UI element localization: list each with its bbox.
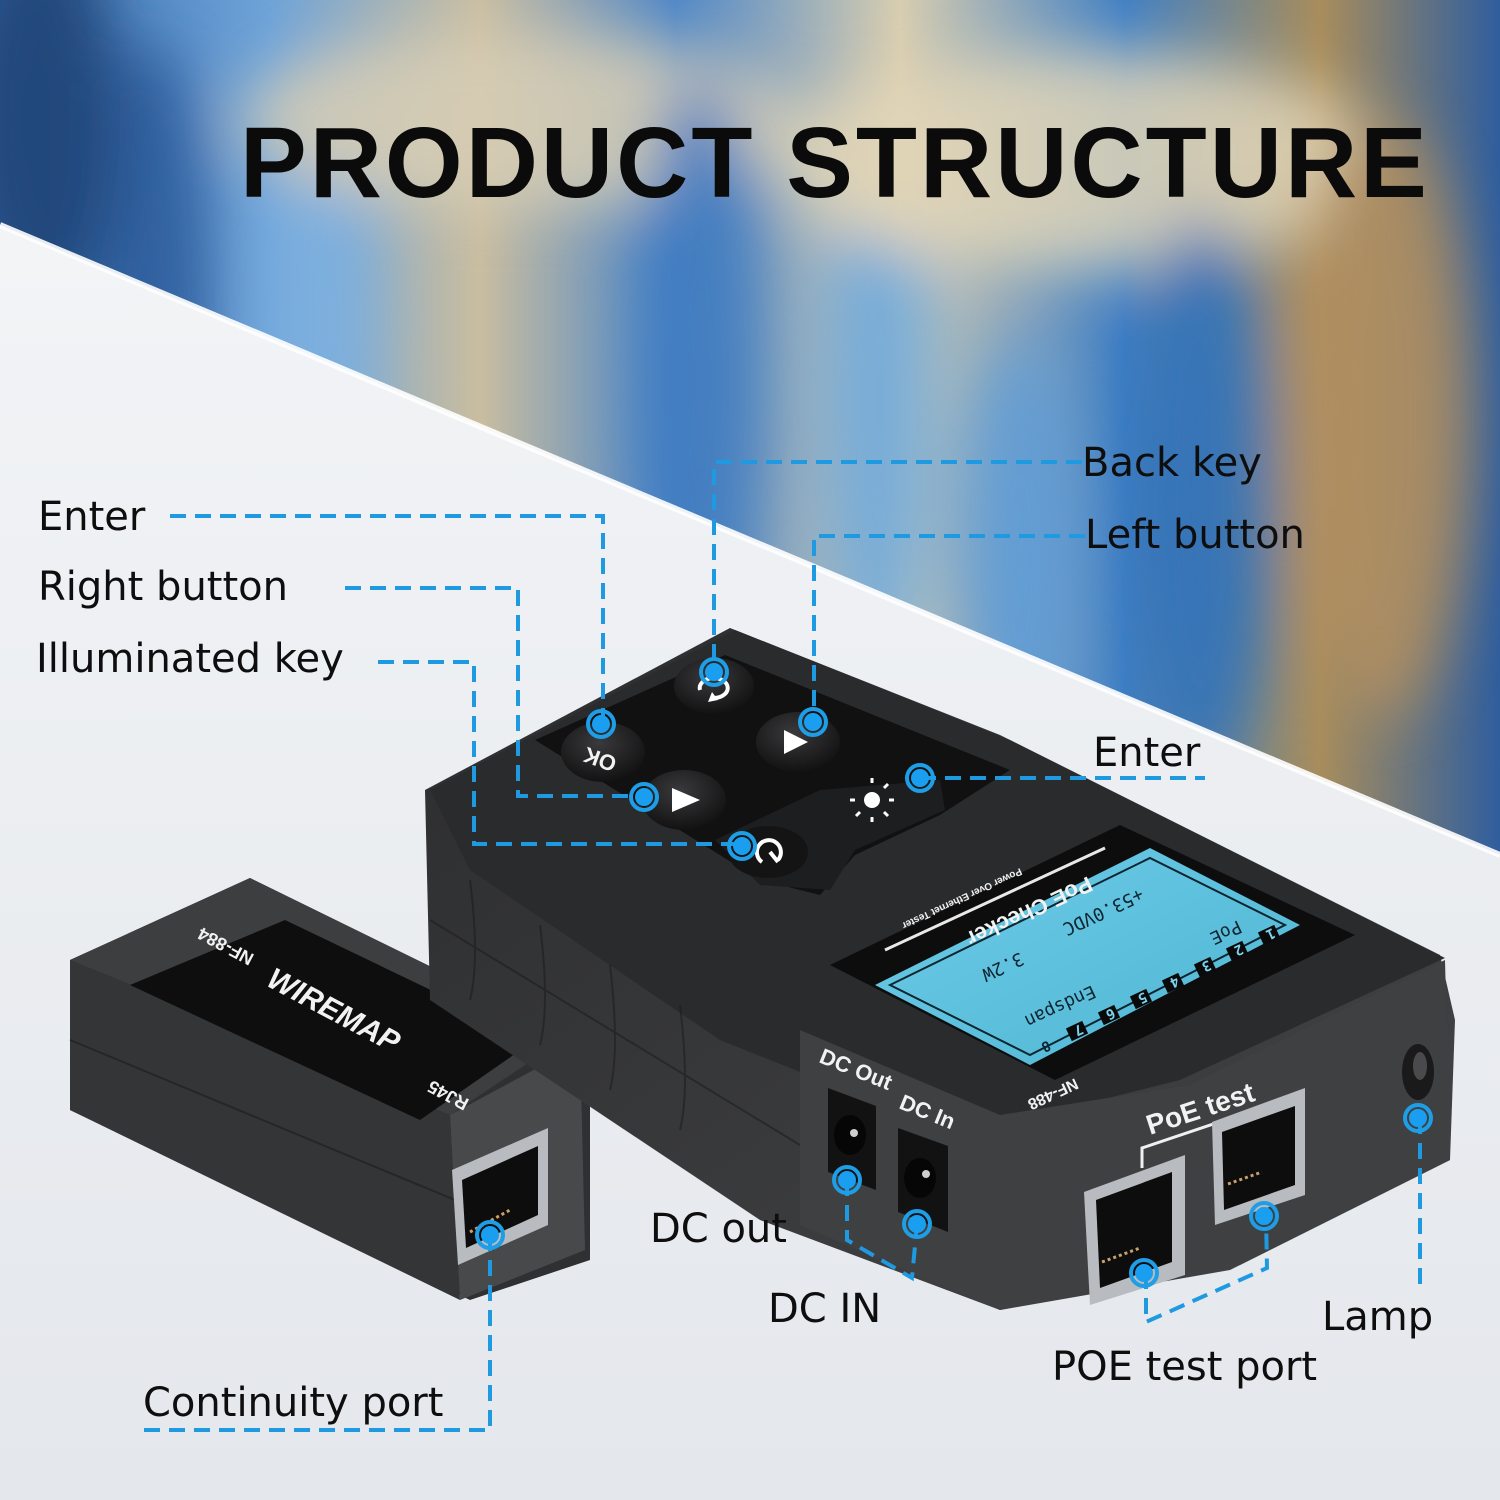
poe-port-2[interactable]	[1212, 1088, 1305, 1225]
ok-button[interactable]: OK	[561, 722, 645, 782]
lamp[interactable]	[1402, 1044, 1434, 1100]
dc-out-jack[interactable]	[828, 1088, 876, 1190]
callout-dot	[902, 1209, 932, 1239]
callout-dot	[1249, 1201, 1279, 1231]
label-enter-left: Enter	[38, 494, 146, 540]
callout-dot	[832, 1165, 862, 1195]
keypad-panel	[535, 655, 1010, 895]
callout-dot	[586, 709, 616, 739]
callout-dot	[905, 763, 935, 793]
triangle-left-icon	[784, 730, 808, 754]
callout-dot	[727, 831, 757, 861]
remote-label-plate	[130, 920, 535, 1120]
triangle-right-icon	[672, 788, 700, 812]
light-button[interactable]	[850, 778, 894, 822]
callout-dot	[1129, 1258, 1159, 1288]
page-title: PRODUCT STRUCTURE	[240, 107, 1430, 219]
label-illuminated-key: Illuminated key	[36, 636, 344, 682]
label-dc-in: DC IN	[768, 1286, 881, 1332]
power-icon	[754, 838, 783, 864]
callout-dot	[475, 1220, 505, 1250]
poe-port-1[interactable]	[1084, 1155, 1185, 1305]
label-back-key: Back key	[1082, 440, 1262, 486]
lcd-pin-map: 1 2 3 4 5 6 7 8	[1039, 924, 1281, 1055]
label-dc-out: DC out	[650, 1206, 787, 1252]
right-button[interactable]	[642, 770, 726, 830]
bulb-icon	[864, 792, 880, 808]
label-enter-right: Enter	[1093, 730, 1201, 776]
leader-lines	[135, 460, 1422, 1432]
label-right-button: Right button	[38, 564, 288, 610]
lcd-screen	[875, 848, 1300, 1065]
callout-dot	[699, 657, 729, 687]
main-unit: OK Power Over Ether	[425, 628, 1455, 1310]
illuminated-key[interactable]	[728, 826, 808, 878]
label-left-button: Left button	[1085, 512, 1305, 558]
callout-labels: Enter Right button Illuminated key Back …	[36, 440, 1433, 1426]
callout-dot	[1403, 1103, 1433, 1133]
label-continuity-port: Continuity port	[143, 1380, 443, 1426]
dc-in-jack[interactable]	[898, 1128, 948, 1232]
callout-dot	[629, 782, 659, 812]
callout-dots	[475, 657, 1433, 1288]
callout-dot	[798, 707, 828, 737]
label-poe-test-port: POE test port	[1052, 1344, 1317, 1390]
label-lamp: Lamp	[1322, 1294, 1433, 1340]
